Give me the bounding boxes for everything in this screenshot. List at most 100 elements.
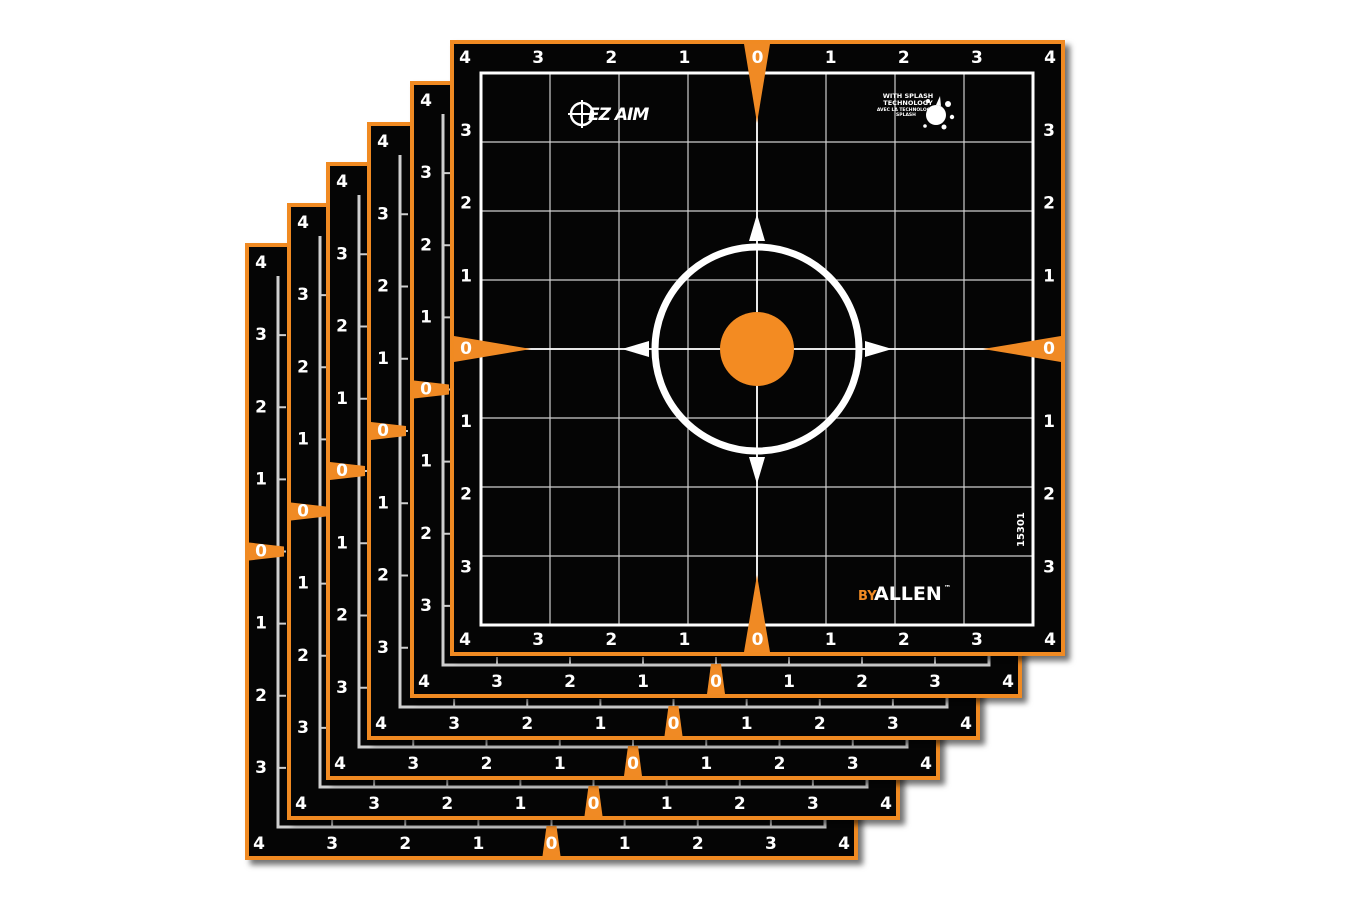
- scale-label: 1: [514, 794, 526, 814]
- scale-label: 4: [295, 794, 307, 814]
- scale-label: 1: [377, 349, 389, 369]
- scale-label: 3: [407, 754, 419, 774]
- scale-label: 1: [783, 672, 795, 692]
- scale-label: 1: [420, 452, 432, 472]
- scale-label: 2: [564, 672, 576, 692]
- scale-label: 2: [377, 566, 389, 586]
- scale-label: 1: [297, 574, 309, 594]
- reticle-ring-icon: [622, 214, 892, 484]
- scale-label-left: 1: [460, 412, 472, 432]
- scale-label-bottom: 1: [825, 630, 837, 650]
- scale-label: 1: [637, 672, 649, 692]
- scale-label-top: 4: [1044, 48, 1056, 68]
- scale-label: 1: [619, 834, 631, 854]
- scale-label-top: 1: [678, 48, 690, 68]
- scale-label-right: 2: [1043, 485, 1055, 505]
- scale-label-left: 2: [460, 485, 472, 505]
- scale-label: 3: [368, 794, 380, 814]
- scale-label-top: 1: [825, 48, 837, 68]
- scale-label: 3: [491, 672, 503, 692]
- scale-label-bottom: 0: [752, 630, 764, 650]
- zero-marker: [624, 746, 642, 776]
- scale-label: 0: [588, 794, 600, 814]
- scale-label: 3: [255, 325, 267, 345]
- scale-label-bottom: 2: [605, 630, 617, 650]
- scale-label: 1: [554, 754, 566, 774]
- scale-label: 2: [420, 524, 432, 544]
- scale-label: 0: [336, 461, 348, 481]
- scale-label: 1: [700, 754, 712, 774]
- scale-label: 0: [255, 542, 267, 562]
- zero-marker: [542, 826, 561, 856]
- scale-label: 2: [336, 606, 348, 626]
- scale-label-bottom: 4: [1044, 630, 1056, 650]
- splash-badge-line3: AVEC LA TECHNOLOGIE: [877, 107, 935, 113]
- scale-label: 2: [255, 686, 267, 706]
- scale-label: 1: [661, 794, 673, 814]
- scale-label: 4: [880, 794, 892, 814]
- scale-label: 1: [420, 307, 432, 327]
- scale-label: 4: [297, 213, 309, 233]
- scale-label: 2: [420, 235, 432, 255]
- scale-label: 0: [297, 502, 309, 522]
- scale-label: 3: [377, 204, 389, 224]
- scale-label: 4: [253, 834, 265, 854]
- scale-label: 4: [334, 754, 346, 774]
- scale-label: 2: [521, 714, 533, 734]
- zero-marker: [249, 542, 284, 561]
- scale-label: 2: [774, 754, 786, 774]
- scale-label: 3: [297, 285, 309, 305]
- scale-label: 3: [297, 718, 309, 738]
- logo-text: EZ AIM: [588, 105, 649, 125]
- scale-label: 2: [255, 397, 267, 417]
- scale-label-right: 0: [1043, 339, 1055, 359]
- scale-label: 1: [472, 834, 484, 854]
- scale-label: 1: [255, 469, 267, 489]
- scale-label-top: 0: [752, 48, 764, 68]
- scale-label-top: 4: [459, 48, 471, 68]
- scale-label: 3: [420, 596, 432, 616]
- scale-label: 0: [377, 421, 389, 441]
- maker-trademark: ™: [944, 584, 951, 592]
- scale-label: 1: [336, 533, 348, 553]
- splash-badge: WITH SPLASH TECHNOLOGY AVEC LA TECHNOLOG…: [877, 92, 955, 130]
- scale-label: 2: [814, 714, 826, 734]
- scale-label: 3: [377, 638, 389, 658]
- scale-label-left: 1: [460, 266, 472, 286]
- scale-label: 4: [920, 754, 932, 774]
- scale-label: 3: [448, 714, 460, 734]
- splash-badge-line2: TECHNOLOGY: [883, 99, 933, 107]
- scale-label-left: 3: [460, 557, 472, 577]
- zero-marker: [664, 706, 683, 736]
- scale-label-bottom: 4: [459, 630, 471, 650]
- scale-label: 1: [377, 493, 389, 513]
- scale-label: 0: [420, 380, 432, 400]
- bullseye: [720, 312, 794, 386]
- zero-marker: [414, 380, 449, 399]
- scale-label: 4: [336, 172, 348, 192]
- zero-marker: [707, 664, 725, 694]
- scale-label: 2: [441, 794, 453, 814]
- scale-label: 3: [326, 834, 338, 854]
- scale-label: 0: [710, 672, 722, 692]
- scale-label: 3: [336, 678, 348, 698]
- scale-label-right: 1: [1043, 266, 1055, 286]
- scale-label-left: 3: [460, 121, 472, 141]
- scale-label: 4: [255, 253, 267, 273]
- scale-label-right: 1: [1043, 412, 1055, 432]
- scale-label: 2: [399, 834, 411, 854]
- scale-label-top: 3: [971, 48, 983, 68]
- scale-label: 4: [420, 91, 432, 111]
- scale-label: 3: [336, 244, 348, 264]
- bottom-pointer: [744, 575, 770, 652]
- scale-label-bottom: 3: [971, 630, 983, 650]
- scale-label: 2: [297, 357, 309, 377]
- maker-by: BY: [858, 589, 877, 604]
- scale-label: 3: [807, 794, 819, 814]
- scale-label: 4: [375, 714, 387, 734]
- scale-label: 2: [734, 794, 746, 814]
